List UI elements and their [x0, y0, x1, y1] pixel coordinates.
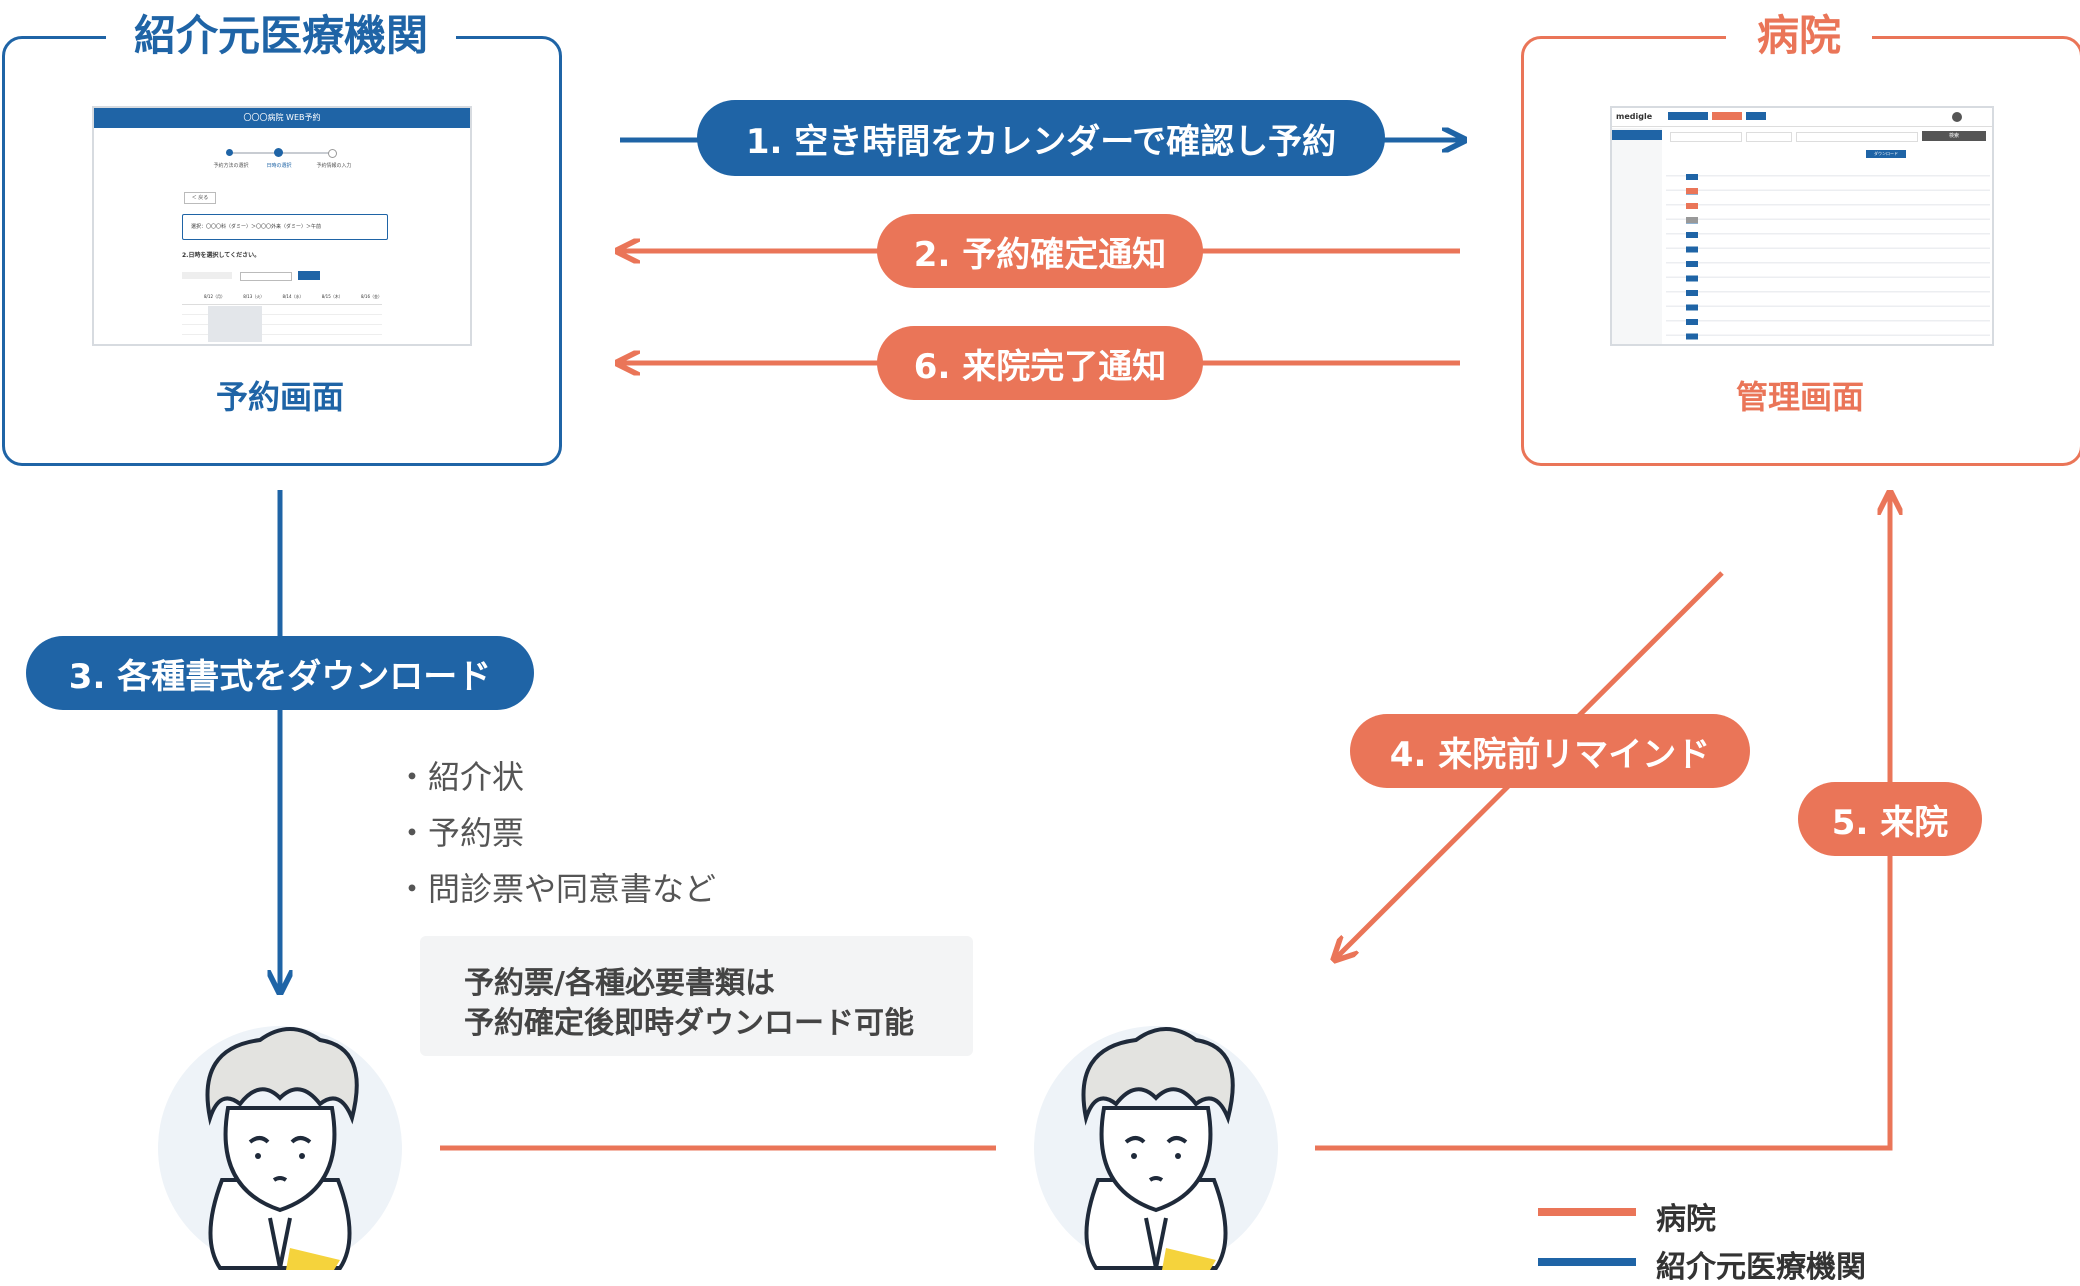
reservation-screen-thumbnail: 〇〇〇病院 WEB予約 予約方法の選択 日時の選択 予約情報の入力 ＜ 戻る 選… [92, 106, 472, 346]
arrow-step-5 [1315, 495, 1890, 1151]
thumb-breadcrumb: 選択：〇〇〇科（ダミー）＞〇〇〇外来（ダミー）＞午前 [182, 214, 388, 240]
thumb-search-button: 検索 [1922, 131, 1986, 141]
step-1-label: 1. 空き時間をカレンダーで確認し予約 [697, 100, 1385, 176]
hospital-panel-caption: 管理画面 [1735, 378, 1864, 416]
legend-referrer-swatch [1538, 1258, 1636, 1266]
thumb-prompt: 2.日時を選択してください。 [182, 252, 261, 259]
thumb-step-2: 日時の選択 [266, 163, 292, 169]
thumb-download-button: ダウンロード [1866, 150, 1906, 158]
thumb-step-1: 予約方法の選択 [213, 163, 249, 169]
download-item-questionnaire: ・問診票や同意書など [396, 870, 717, 908]
download-item-referral-letter: ・紹介状 [396, 758, 525, 796]
referrer-panel-caption: 予約画面 [215, 378, 344, 416]
step-4-label: 4. 来院前リマインド [1350, 714, 1750, 788]
thumb-header: 〇〇〇病院 WEB予約 [94, 108, 470, 128]
hospital-panel-title: 病院 [1726, 8, 1872, 64]
legend-hospital-swatch [1538, 1208, 1636, 1216]
thumb-back-button: ＜ 戻る [184, 192, 216, 204]
download-note: 予約票/各種必要書類は 予約確定後即時ダウンロード可能 [420, 936, 973, 1056]
legend-referrer-label: 紹介元医療機関 [1656, 1250, 1866, 1285]
legend-hospital-label: 病院 [1656, 1202, 1716, 1237]
thumb-logo: medigle [1616, 112, 1653, 121]
step-2-label: 2. 予約確定通知 [877, 214, 1203, 288]
step-5-label: 5. 来院 [1798, 782, 1982, 856]
step-3-label: 3. 各種書式をダウンロード [26, 636, 534, 710]
thumb-step-3: 予約情報の入力 [316, 163, 352, 169]
admin-screen-thumbnail: medigle 検索 ダウンロード [1610, 106, 1994, 346]
download-note-line-1: 予約票/各種必要書類は [464, 966, 775, 1001]
step-6-label: 6. 来院完了通知 [877, 326, 1203, 400]
download-note-line-2: 予約確定後即時ダウンロード可能 [464, 1006, 914, 1041]
referrer-panel-title: 紹介元医療機関 [106, 8, 456, 64]
download-item-reservation-slip: ・予約票 [396, 814, 525, 852]
